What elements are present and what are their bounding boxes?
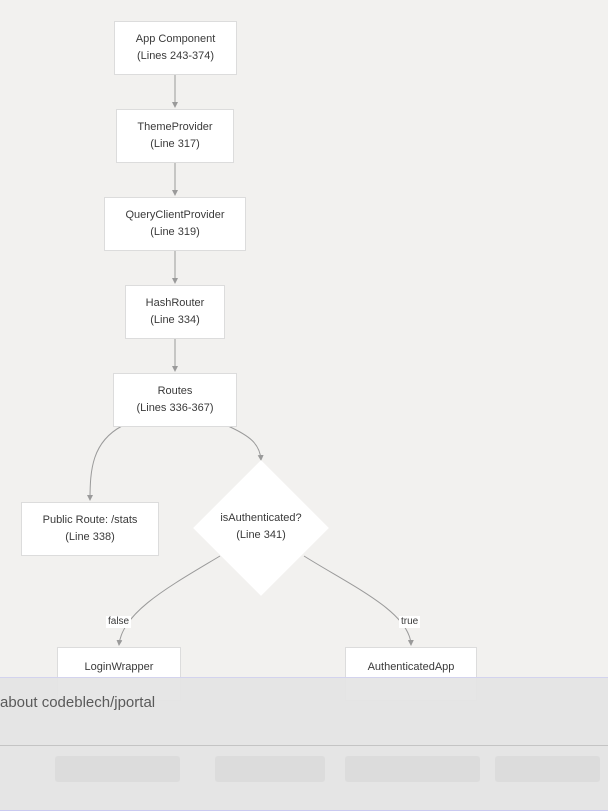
node-label: Routes	[157, 385, 193, 397]
node-label: LoginWrapper	[84, 661, 154, 673]
node-label: isAuthenticated?	[220, 512, 302, 524]
node-public-route: Public Route: /stats (Line 338)	[21, 502, 159, 556]
node-app-component: App Component (Lines 243-374)	[114, 21, 237, 75]
node-label: App Component	[135, 33, 216, 45]
node-is-authenticated: isAuthenticated? (Line 341)	[196, 510, 326, 544]
node-routes: Routes (Lines 336-367)	[113, 373, 237, 427]
node-sublabel: (Lines 243-374)	[136, 50, 215, 62]
node-theme-provider: ThemeProvider (Line 317)	[116, 109, 234, 163]
edge-label-true: true	[399, 616, 421, 628]
edge-routes-auth	[227, 425, 264, 461]
node-sublabel: (Line 338)	[65, 531, 115, 543]
divider	[0, 745, 608, 746]
edge-auth-authapp	[303, 555, 414, 646]
bottom-panel: about codeblech/jportal	[0, 677, 608, 811]
panel-title: about codeblech/jportal	[0, 694, 156, 711]
edge-auth-login	[116, 555, 221, 646]
node-hash-router: HashRouter (Line 334)	[125, 285, 225, 339]
blurred-block	[55, 756, 180, 782]
node-sublabel: (Lines 336-367)	[136, 402, 214, 414]
node-label: QueryClientProvider	[125, 209, 225, 221]
edge-label-false: false	[106, 616, 132, 628]
node-label: HashRouter	[145, 297, 205, 309]
node-query-client-provider: QueryClientProvider (Line 319)	[104, 197, 246, 251]
node-sublabel: (Line 319)	[150, 226, 200, 238]
node-sublabel: (Line 334)	[150, 314, 200, 326]
node-label: ThemeProvider	[137, 121, 213, 133]
blurred-block	[345, 756, 480, 782]
blurred-block	[495, 756, 600, 782]
node-sublabel: (Line 317)	[150, 138, 200, 150]
edge-routes-public	[87, 425, 123, 501]
node-label: AuthenticatedApp	[367, 661, 455, 673]
blurred-block	[215, 756, 325, 782]
node-label: Public Route: /stats	[42, 514, 138, 526]
node-sublabel: (Line 341)	[236, 529, 286, 541]
